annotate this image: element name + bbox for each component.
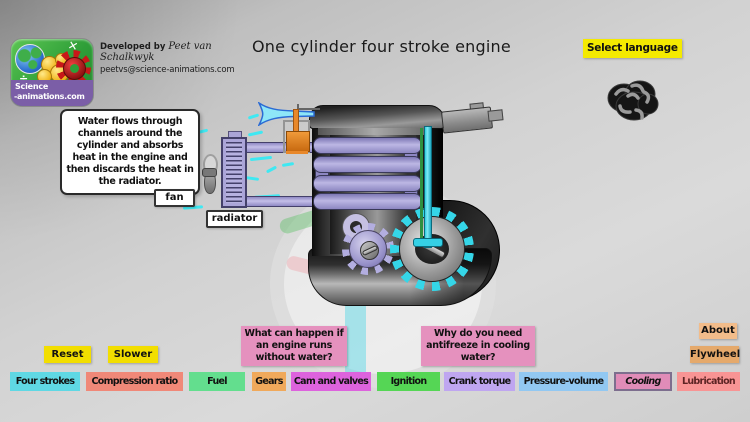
tab-crank-torque[interactable]: Crank torque (444, 372, 515, 391)
tab-compression-ratio[interactable]: Compression ratio (86, 372, 183, 391)
about-button[interactable]: About (699, 323, 737, 339)
cooling-fan (200, 154, 220, 194)
float-bowl (286, 131, 310, 152)
select-language-button[interactable]: Select language (583, 39, 682, 58)
float-bowl-base (286, 151, 308, 154)
reset-button[interactable]: Reset (44, 346, 91, 363)
slower-button[interactable]: Slower (108, 346, 158, 363)
developer-name: Peet van Schalkwyk (100, 41, 212, 63)
crank-gear (390, 207, 474, 291)
page-title: One cylinder four stroke engine (252, 37, 511, 56)
water-channel-coil (313, 137, 422, 154)
tab-fuel[interactable]: Fuel (189, 372, 245, 391)
radiator (221, 137, 247, 208)
tab-ignition[interactable]: Ignition (377, 372, 440, 391)
water-pipe-tee (413, 238, 443, 247)
question-antifreeze-button[interactable]: Why do you need antifreeze in cooling wa… (421, 326, 535, 366)
carburetor (258, 96, 322, 158)
logo-text-line2: -animations.com (14, 92, 85, 101)
developer-prefix: Developed by (100, 42, 166, 52)
fan-label: fan (154, 189, 195, 207)
logo-text-line1: Science (15, 82, 49, 91)
science-animations-logo[interactable]: ✕ ÷ Science -animations.com (10, 38, 94, 107)
fan-hub (202, 168, 217, 177)
radiator-fins (226, 142, 242, 203)
tab-pressure-volume[interactable]: Pressure-volume (519, 372, 608, 391)
globe-icon (15, 44, 45, 74)
tab-cooling-selected[interactable]: Cooling (614, 372, 672, 391)
info-bubble: Water flows through channels around the … (60, 109, 200, 195)
head-gasket (318, 128, 430, 135)
tab-four-strokes[interactable]: Four strokes (10, 372, 80, 391)
exhaust-tip (487, 109, 504, 122)
exhaust-smoke-icon (604, 76, 662, 126)
water-channel-coil (313, 156, 422, 173)
screw-icon (361, 244, 379, 257)
throttle-linkage (297, 108, 320, 110)
flywheel-button[interactable]: Flywheel (690, 346, 740, 363)
airflow-streak (281, 161, 295, 168)
muffler (440, 106, 494, 134)
gear-icon (56, 50, 91, 85)
gear-hub (359, 240, 379, 260)
cam-gear (342, 223, 394, 275)
water-pipe (424, 126, 432, 248)
logo-band: Science -animations.com (11, 80, 93, 106)
exhaust-assembly (440, 100, 504, 138)
flywheel-spoke (345, 284, 366, 390)
airflow-streak (265, 165, 278, 174)
tab-gears[interactable]: Gears (252, 372, 286, 391)
developer-credit: Developed by Peet van Schalkwyk peetvs@s… (100, 41, 260, 75)
pushrod (420, 128, 423, 244)
divide-icon: ÷ (19, 72, 29, 85)
developer-email: peetvs@science-animations.com (100, 65, 235, 75)
question-without-water-button[interactable]: What can happen if an engine runs withou… (241, 326, 347, 366)
airflow-streak (245, 176, 260, 181)
tab-lubrication[interactable]: Lubrication (677, 372, 740, 391)
air-intake-funnel (258, 102, 315, 126)
water-channel-coil (313, 175, 422, 192)
water-channel-coil (313, 193, 422, 210)
radiator-pipe-bottom (246, 196, 320, 207)
tab-cam-and-valves[interactable]: Cam and valves (291, 372, 371, 391)
radiator-label: radiator (206, 210, 263, 228)
